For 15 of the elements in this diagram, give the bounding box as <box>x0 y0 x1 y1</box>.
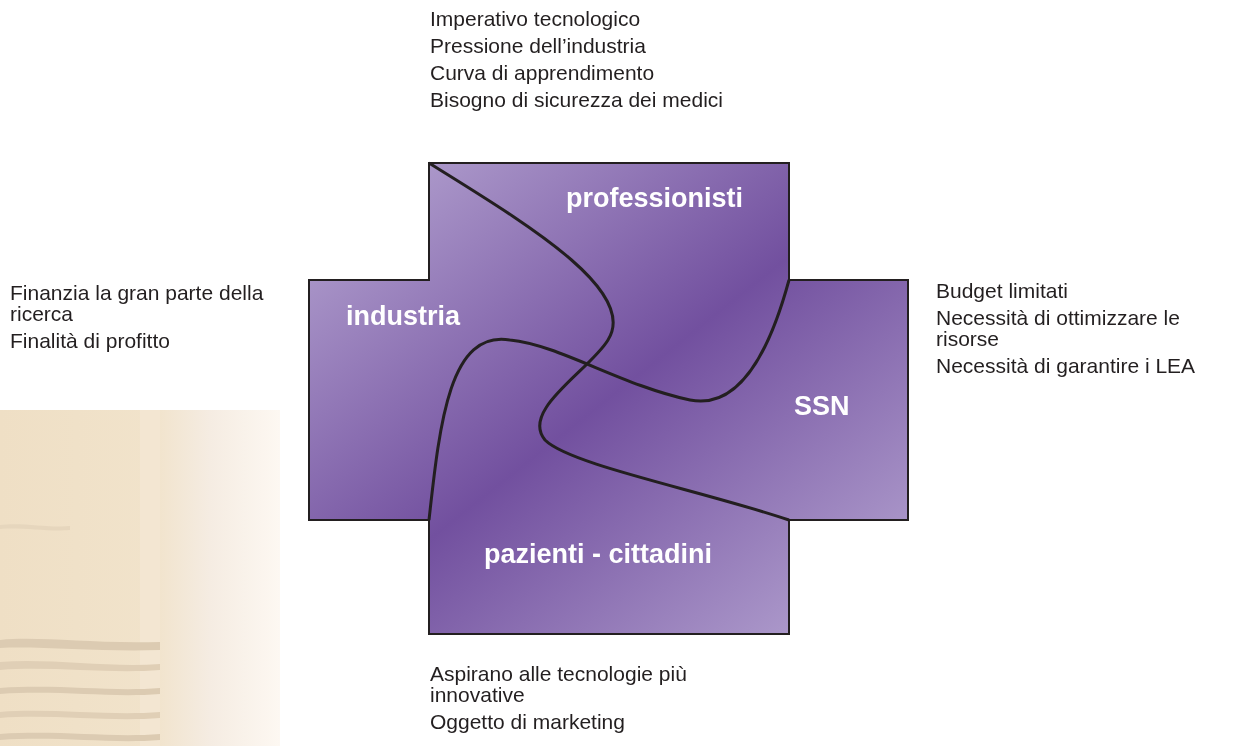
region-label: pazienti - cittadini <box>484 540 712 570</box>
note-text: Budget limitati <box>936 280 1069 301</box>
note-text: Bisogno di sicurezza dei medici <box>430 89 723 110</box>
note-text: Aspirano alle tecnologie più innovative <box>430 663 688 705</box>
note-text: Finalità di profitto <box>10 330 171 351</box>
note-text: Curva di apprendimento <box>430 62 656 83</box>
note-text: Imperativo tecnologico <box>430 8 642 29</box>
region-label: industria <box>346 302 460 332</box>
region-label: SSN <box>794 392 850 422</box>
note-text: Necessità di ottimizzare le risorse <box>936 307 1181 349</box>
note-text: Finanzia la gran parte della ricerca <box>10 282 265 324</box>
region-label: professionisti <box>566 184 744 214</box>
note-text: Necessità di garantire i LEA <box>936 355 1197 376</box>
note-text: Oggetto di marketing <box>430 711 626 732</box>
note-text: Pressione dell’industria <box>430 35 647 56</box>
